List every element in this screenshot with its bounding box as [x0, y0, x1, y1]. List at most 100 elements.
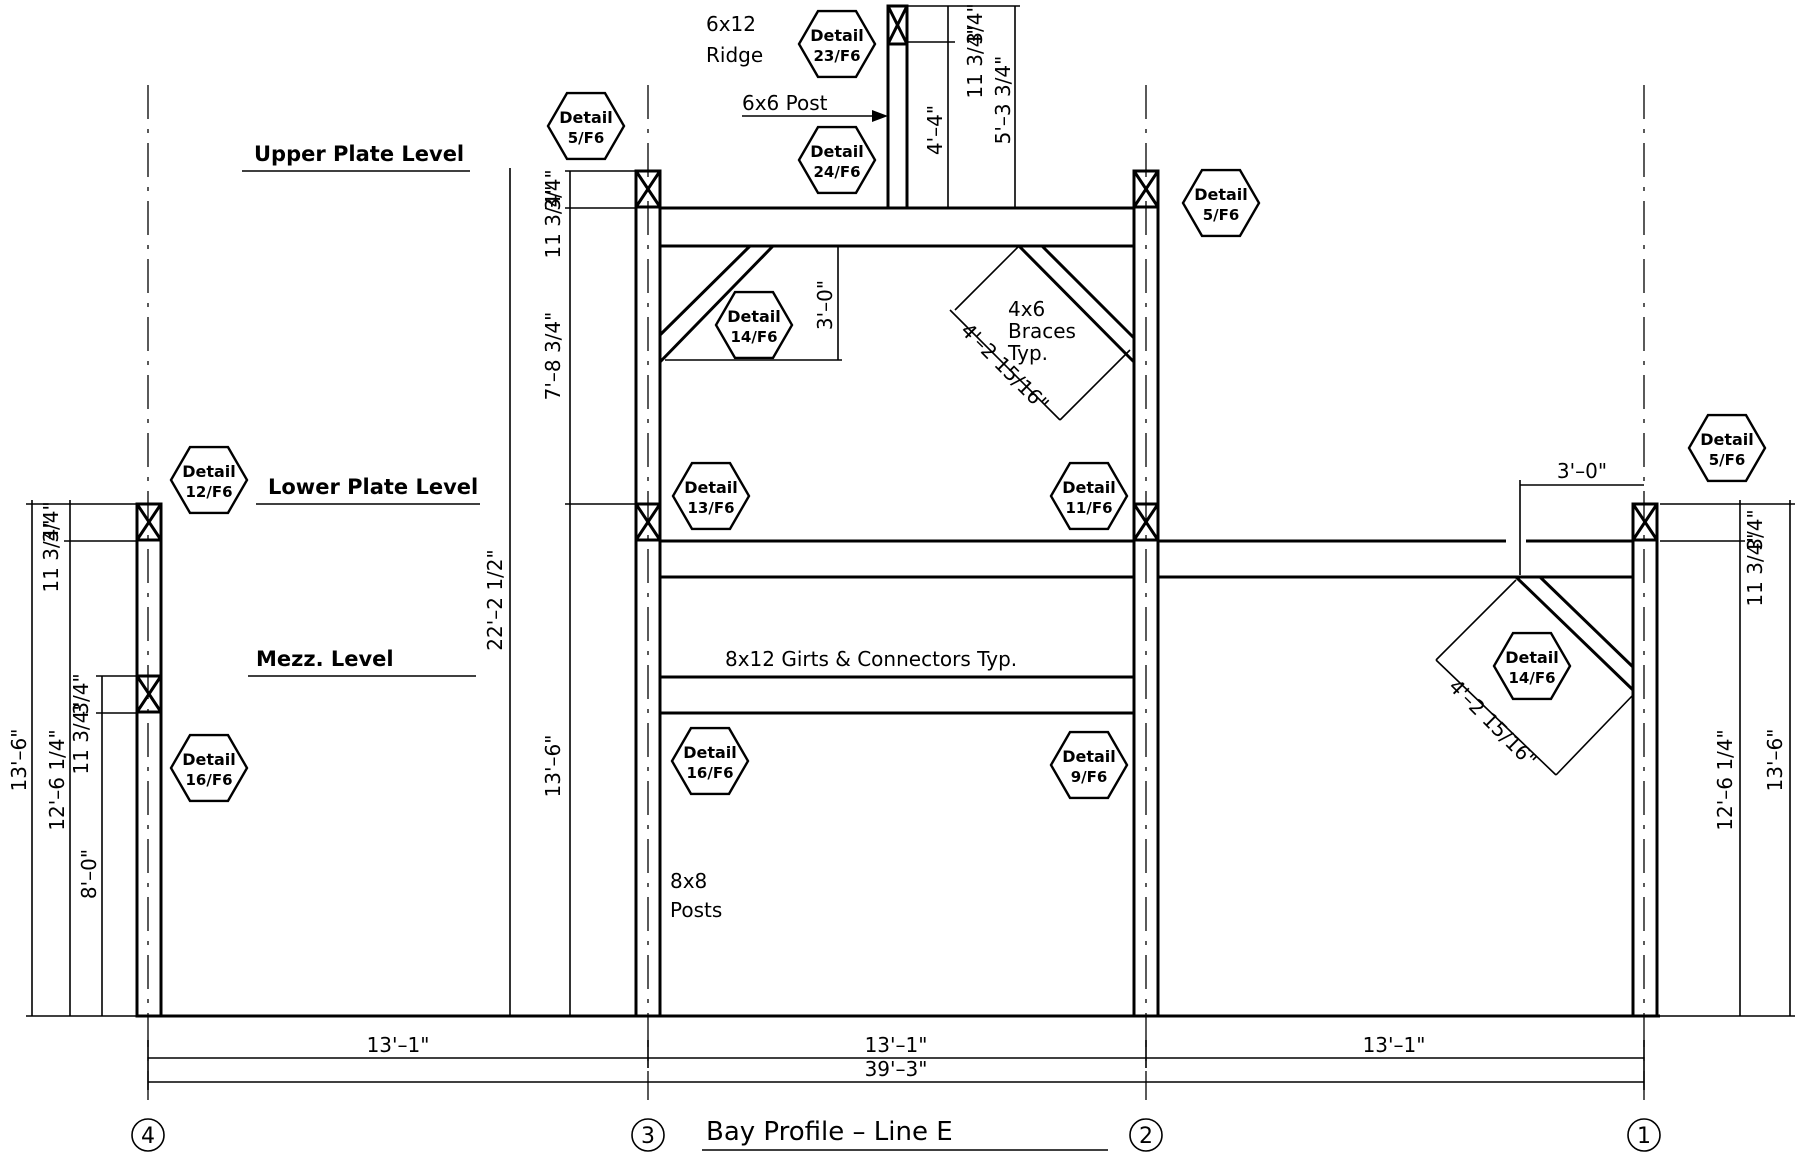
detail-callout-d13: Detail 13/F6: [671, 461, 751, 531]
detail-callout-line2: 23/F6: [813, 47, 860, 65]
detail-callout-line1: Detail: [182, 462, 236, 481]
dim-ridge-5-3-3-4: 5'–3 3/4": [991, 56, 1015, 145]
grid-centerlines: [147, 85, 1645, 1100]
detail-callout-line2: 16/F6: [686, 764, 733, 782]
detail-callout-line2: 16/F6: [185, 771, 232, 789]
detail-callout-line1: Detail: [810, 26, 864, 45]
detail-callout-d23: Detail 23/F6: [797, 9, 877, 79]
detail-callouts: Detail23/F6Detail24/F6Detail5/F6Detail5/…: [169, 9, 1767, 803]
braces-label: 4x6 Braces Typ.: [1007, 297, 1082, 365]
dim-r-11-3-4: 11 3/4": [1743, 533, 1767, 606]
dim-r-3-0: 3'–0": [1557, 459, 1607, 483]
detail-callout-line1: Detail: [559, 108, 613, 127]
dim-l-3-4: 3/4": [39, 501, 63, 542]
hexagon-icon: [671, 461, 751, 531]
level-underlines: [242, 170, 1108, 1151]
dim-mid-7-8-3-4: 7'–8 3/4": [541, 312, 565, 401]
detail-callout-d12: Detail 12/F6: [169, 445, 249, 515]
beams: [660, 206, 1633, 715]
hexagon-icon: [546, 91, 626, 161]
dim-upper-11-3-4: 11 3/4": [541, 185, 565, 258]
dim-bay1: 13'–1": [367, 1033, 430, 1057]
hexagon-icon: [670, 726, 750, 796]
lower-plate-level-label: Lower Plate Level: [268, 475, 478, 499]
dim-l-12-6-1-4: 12'–6 1/4": [45, 729, 69, 830]
hexagon-icon: [797, 125, 877, 195]
dim-ridge-3-4: 3/4": [963, 3, 987, 44]
detail-callout-d14b: Detail 14/F6: [1492, 631, 1572, 701]
dim-bay2: 13'–1": [865, 1033, 928, 1057]
grid-bubble-3: 3: [641, 1124, 655, 1149]
dim-l-13-6: 13'–6": [7, 729, 31, 792]
hexagon-icon: [1049, 730, 1129, 800]
grid-bubbles: 4 3 2 1: [131, 1118, 1661, 1152]
dim-total-22-2-1-2: 22'–2 1/2": [483, 549, 507, 650]
detail-callout-line2: 5/F6: [1709, 451, 1746, 469]
post-arrow-head: [872, 110, 888, 122]
detail-callout-line1: Detail: [1062, 478, 1116, 497]
detail-callout-d14a: Detail 14/F6: [714, 290, 794, 360]
detail-callout-d5a: Detail 5/F6: [546, 91, 626, 161]
dim-post-4-4: 4'–4": [923, 105, 947, 155]
hexagon-icon: [1181, 168, 1261, 238]
detail-callout-line2: 5/F6: [1203, 206, 1240, 224]
detail-callout-line2: 5/F6: [568, 129, 605, 147]
hexagon-icon: [714, 290, 794, 360]
dim-brace-3-0: 3'–0": [813, 280, 837, 330]
detail-callout-line1: Detail: [810, 142, 864, 161]
hexagon-icon: [1687, 413, 1767, 483]
upper-plate-level-label: Upper Plate Level: [254, 142, 464, 166]
girts-label: 8x12 Girts & Connectors Typ.: [725, 647, 1017, 671]
dim-r-13-6: 13'–6": [1763, 729, 1787, 792]
dim-upper-3-4: 3/4": [541, 169, 565, 210]
dim-l-11-3-4: 11 3/4": [39, 519, 63, 592]
detail-callout-d5b: Detail 5/F6: [1181, 168, 1261, 238]
hexagon-icon: [169, 445, 249, 515]
detail-callout-line1: Detail: [684, 478, 738, 497]
mezz-level-label: Mezz. Level: [256, 647, 394, 671]
dimension-lines: [26, 5, 1795, 1090]
detail-callout-d16a: Detail 16/F6: [169, 733, 249, 803]
detail-callout-d24: Detail 24/F6: [797, 125, 877, 195]
dim-l-8-0: 8'–0": [77, 849, 101, 899]
detail-callout-line1: Detail: [1194, 185, 1248, 204]
plate-cross-marks: [135, 4, 1659, 714]
detail-callout-line2: 9/F6: [1071, 768, 1108, 786]
detail-callout-d5c: Detail 5/F6: [1687, 413, 1767, 483]
posts-8x8-label: 8x8 Posts: [670, 869, 722, 922]
detail-callout-d9: Detail 9/F6: [1049, 730, 1129, 800]
detail-callout-line2: 11/F6: [1065, 499, 1112, 517]
detail-callout-line2: 13/F6: [687, 499, 734, 517]
grid-bubble-1: 1: [1637, 1124, 1651, 1149]
dim-l-mezz-11-3-4: 11 3/4": [69, 701, 93, 774]
detail-callout-d11: Detail 11/F6: [1049, 461, 1129, 531]
detail-callout-line1: Detail: [182, 750, 236, 769]
grid-bubble-2: 2: [1139, 1124, 1153, 1149]
detail-callout-line1: Detail: [683, 743, 737, 762]
detail-callout-line2: 12/F6: [185, 483, 232, 501]
detail-callout-d16b: Detail 16/F6: [670, 726, 750, 796]
hexagon-icon: [797, 9, 877, 79]
hexagon-icon: [169, 733, 249, 803]
dim-r-3-4: 3/4": [1743, 509, 1767, 550]
dim-bay3: 13'–1": [1363, 1033, 1426, 1057]
hexagon-icon: [1492, 631, 1572, 701]
dim-r-12-6-1-4: 12'–6 1/4": [1713, 729, 1737, 830]
detail-callout-line1: Detail: [1062, 747, 1116, 766]
braces: [658, 244, 1635, 692]
detail-callout-line1: Detail: [1505, 648, 1559, 667]
dimension-texts: 13'–1" 13'–1" 13'–1" 39'–3" 3/4" 11 3/4"…: [7, 3, 1787, 1081]
grid-bubble-4: 4: [141, 1124, 155, 1149]
detail-callout-line2: 14/F6: [730, 328, 777, 346]
hexagon-icon: [1049, 461, 1129, 531]
drawing-title: Bay Profile – Line E: [706, 1117, 953, 1147]
dim-ridge-11-3-4: 11 3/4": [963, 25, 987, 98]
dim-total: 39'–3": [865, 1057, 928, 1081]
post-6x6-label: 6x6 Post: [742, 91, 828, 115]
dim-left-13-6: 13'–6": [541, 735, 565, 798]
detail-callout-line1: Detail: [1700, 430, 1754, 449]
detail-callout-line1: Detail: [727, 307, 781, 326]
detail-callout-line2: 14/F6: [1508, 669, 1555, 687]
detail-callout-line2: 24/F6: [813, 163, 860, 181]
